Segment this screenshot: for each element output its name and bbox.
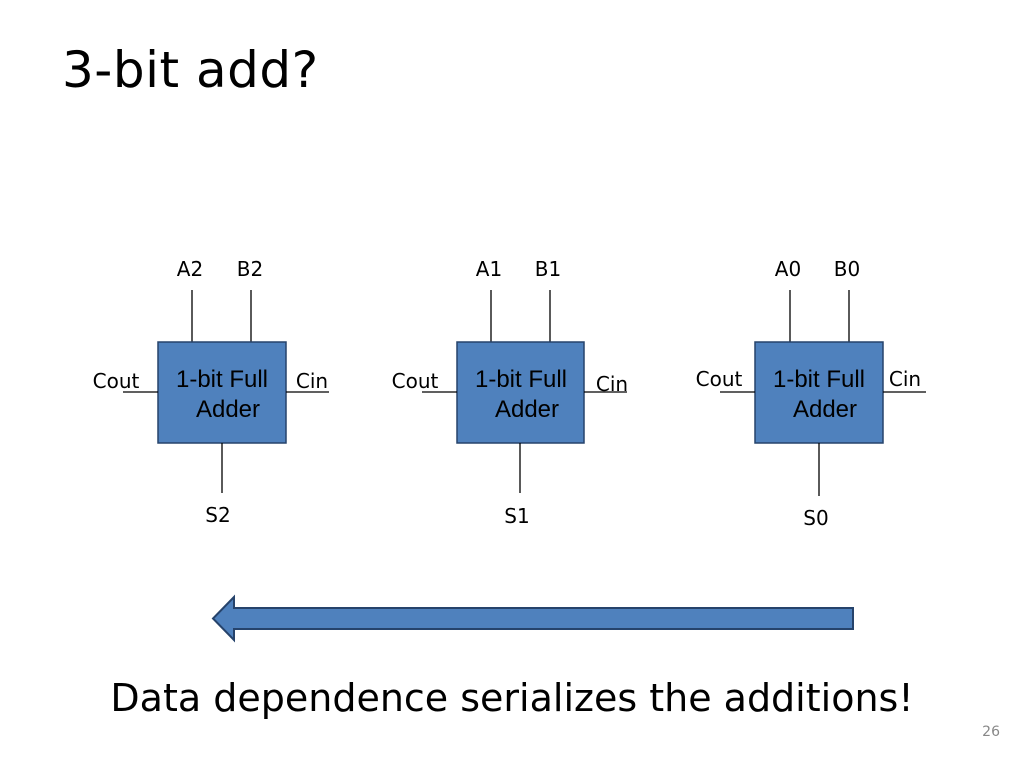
slide-number: 26 [982, 724, 1000, 740]
sum-s0-label: S0 [803, 506, 828, 530]
full-adder-bit2: A2 B2 1-bit Full Adder Cout Cin S2 [93, 257, 329, 527]
adder-label-line2: Adder [495, 396, 559, 423]
adder-label-line1: 1-bit Full [176, 366, 268, 393]
adder-label-line1: 1-bit Full [475, 366, 567, 393]
carry-in-label: Cin [596, 372, 628, 396]
adder-label-line2: Adder [793, 396, 857, 423]
full-adder-bit1: A1 B1 1-bit Full Adder Cout Cin S1 [392, 257, 628, 528]
input-b2-label: B2 [237, 257, 263, 281]
sum-s2-label: S2 [205, 503, 230, 527]
full-adder-block [754, 341, 884, 444]
input-b0-label: B0 [834, 257, 860, 281]
left-arrow-icon [211, 594, 854, 643]
carry-in-label: Cin [296, 369, 328, 393]
adder-label-line1: 1-bit Full [773, 366, 865, 393]
slide-title: 3-bit add? [62, 41, 319, 99]
full-adder-bit0: A0 B0 1-bit Full Adder Cout Cin S0 [696, 257, 926, 530]
full-adder-block [157, 341, 287, 444]
input-a0-label: A0 [775, 257, 801, 281]
carry-out-label: Cout [696, 367, 743, 391]
sum-s1-label: S1 [504, 504, 529, 528]
slide-caption: Data dependence serializes the additions… [110, 676, 914, 720]
carry-out-label: Cout [392, 369, 439, 393]
adder-label-line2: Adder [196, 396, 260, 423]
input-b1-label: B1 [535, 257, 561, 281]
input-a1-label: A1 [476, 257, 502, 281]
input-a2-label: A2 [177, 257, 203, 281]
carry-in-label: Cin [889, 367, 921, 391]
carry-out-label: Cout [93, 369, 140, 393]
